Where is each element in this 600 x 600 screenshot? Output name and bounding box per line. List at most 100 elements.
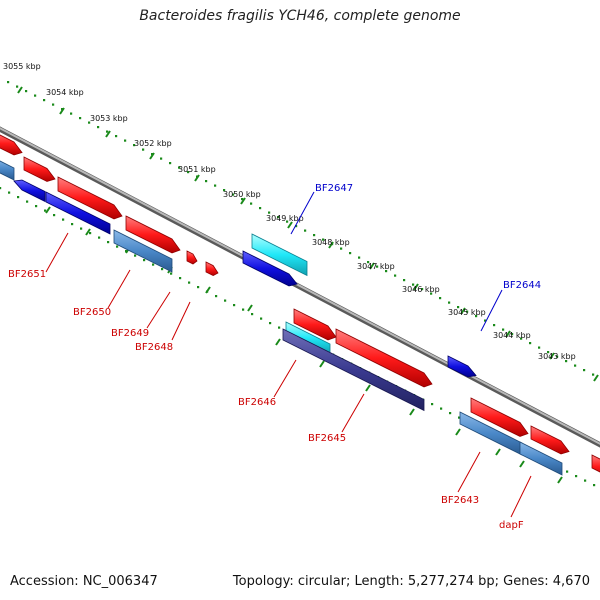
backbone-highlight [0, 127, 600, 445]
kbp-tick-label: 3051 kbp [178, 165, 216, 174]
scale-dot [484, 319, 487, 322]
map-title: Bacteroides fragilis YCH46, complete gen… [139, 8, 461, 24]
scale-dot [25, 90, 28, 93]
gene-blue [45, 191, 111, 235]
inner-dot [575, 475, 578, 478]
kbp-tick-label: 3054 kbp [46, 88, 84, 97]
gene-steel [113, 229, 173, 273]
scale-dot [268, 211, 271, 214]
inner-major-tick [455, 428, 461, 436]
scale-dot [160, 157, 163, 160]
gene-red [57, 176, 123, 220]
scale-dot [79, 117, 82, 120]
scale-dot [439, 297, 442, 300]
gene-red [293, 308, 337, 341]
accession-text: Accession: NC_006347 [10, 574, 158, 589]
scale-dot [565, 360, 568, 363]
scale-dot [178, 166, 181, 169]
scale-dot [574, 364, 577, 367]
scale-dot [592, 373, 595, 376]
inner-dot [134, 254, 137, 257]
inner-major-tick [45, 206, 51, 214]
gene-red [205, 261, 219, 277]
scale-dot [313, 234, 316, 237]
inner-dot [143, 259, 146, 262]
kbp-tick-label: 3049 kbp [266, 214, 304, 223]
kbp-major-tick [549, 352, 555, 360]
kbp-major-tick [194, 174, 200, 182]
kbp-scale-line [7, 81, 599, 382]
scale-dot [367, 261, 370, 264]
scale-dot [7, 81, 10, 84]
gene-red [125, 215, 181, 254]
inner-dot [215, 295, 218, 298]
label-leader-line [146, 291, 171, 329]
kbp-tick-label: 3044 kbp [493, 331, 531, 340]
genome-summary-text: Topology: circular; Length: 5,277,274 bp… [232, 574, 590, 589]
scale-dot [358, 256, 361, 259]
scale-dot [169, 162, 172, 165]
scale-dot [502, 328, 505, 331]
inner-dot [116, 245, 119, 248]
gene-red [23, 156, 56, 182]
gene-label-bf2649: BF2649 [111, 328, 149, 339]
inner-dot [8, 191, 11, 194]
label-leader-line [171, 301, 191, 341]
gene-label-bf2648: BF2648 [135, 342, 173, 353]
gene-blue [242, 250, 298, 287]
scale-dot [385, 270, 388, 273]
kbp-major-tick [287, 221, 293, 229]
inner-dot [161, 268, 164, 271]
scale-dot [277, 216, 280, 219]
scale-dot [421, 288, 424, 291]
scale-dot [232, 193, 235, 196]
scale-dot [106, 130, 109, 133]
inner-dot [44, 209, 47, 212]
gene-label-bf2647: BF2647 [315, 183, 353, 194]
inner-major-tick [247, 304, 253, 312]
scale-dot [52, 103, 55, 106]
gene-label-bf2650: BF2650 [73, 307, 111, 318]
gene-steel [519, 441, 563, 476]
gene-red [186, 250, 198, 265]
label-leader-lines [45, 191, 532, 518]
inner-major-tick [557, 476, 563, 484]
inner-dot [0, 187, 2, 190]
inner-dot [458, 416, 461, 419]
kbp-tick-label: 3050 kbp [223, 190, 261, 199]
label-leader-line [45, 232, 69, 273]
label-leader-line [480, 289, 503, 332]
inner-dot [35, 205, 38, 208]
gene-features [0, 134, 600, 476]
gene-red [530, 425, 570, 455]
scale-dot [133, 144, 136, 147]
kbp-tick-label: 3046 kbp [402, 285, 440, 294]
inner-dot [431, 403, 434, 406]
scale-dot [583, 369, 586, 372]
scale-dot [34, 94, 37, 97]
label-leader-line [290, 191, 315, 235]
scale-dot [97, 126, 100, 129]
inner-dot [269, 322, 272, 325]
kbp-major-tick [105, 130, 111, 138]
inner-dot [80, 227, 83, 230]
scale-dot [214, 184, 217, 187]
scale-dot [88, 121, 91, 124]
inner-dot [440, 407, 443, 410]
gene-red [470, 397, 529, 437]
scale-dot [259, 207, 262, 210]
kbp-tick-label: 3055 kbp [3, 62, 41, 71]
gene-red [0, 134, 23, 156]
gene-blue [13, 179, 46, 203]
scale-dot [529, 342, 532, 345]
scale-dot [430, 292, 433, 295]
scale-dot [403, 279, 406, 282]
inner-dot [260, 317, 263, 320]
scale-dot [475, 315, 478, 318]
kbp-major-tick [240, 197, 246, 205]
scale-dot [124, 139, 127, 142]
inner-dot [179, 277, 182, 280]
scale-dot [16, 85, 19, 88]
scale-dot [250, 202, 253, 205]
